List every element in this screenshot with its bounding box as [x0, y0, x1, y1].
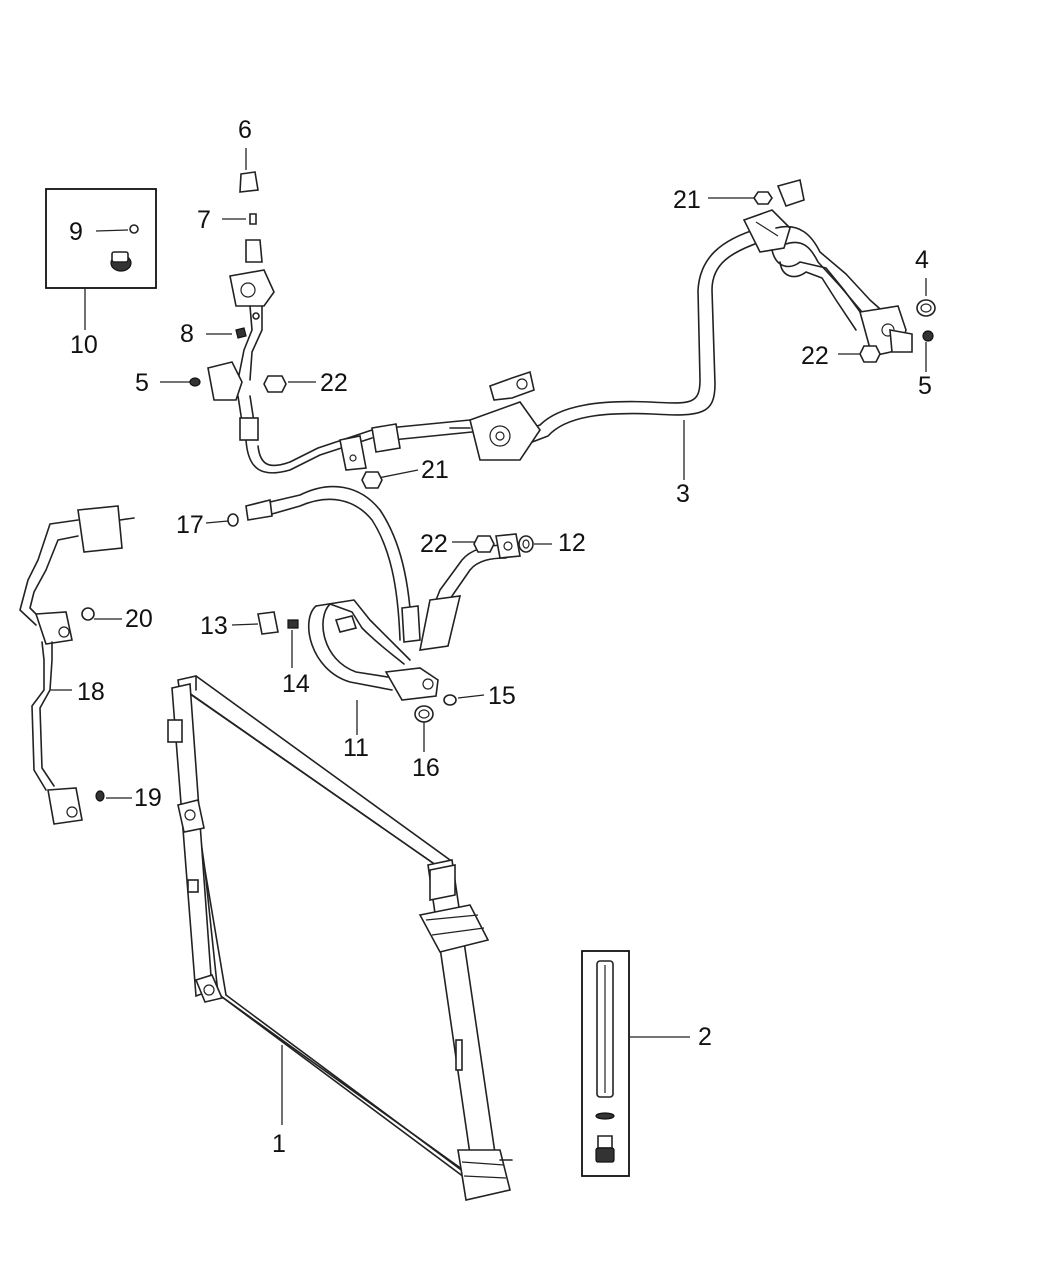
callout-16: 16 — [412, 754, 440, 782]
callout-22-left: 22 — [320, 369, 348, 397]
loose-parts — [81, 148, 936, 802]
callout-22-middle: 22 — [420, 530, 448, 558]
callout-20: 20 — [125, 605, 153, 633]
service-port-line-icon — [207, 171, 275, 441]
callout-11: 11 — [343, 734, 369, 762]
callout-15: 15 — [488, 682, 516, 710]
callout-19: 19 — [134, 784, 162, 812]
inset-box-drier-kit — [581, 950, 690, 1177]
discharge-line-icon — [245, 179, 913, 480]
inset-box-pressure-switch — [45, 188, 157, 330]
callout-5-left: 5 — [135, 369, 149, 397]
callout-1: 1 — [272, 1130, 286, 1158]
callout-10: 10 — [70, 331, 98, 359]
callout-13: 13 — [200, 612, 228, 640]
pressure-switch-icon — [110, 251, 132, 272]
callout-4: 4 — [915, 246, 929, 274]
callout-5-right: 5 — [918, 372, 932, 400]
callout-17: 17 — [176, 511, 204, 539]
callout-8: 8 — [180, 320, 194, 348]
callout-labels: 1 2 3 4 5 5 6 7 8 9 10 11 12 13 14 15 16… — [69, 116, 932, 1158]
callout-22-right: 22 — [801, 342, 829, 370]
condenser-icon — [167, 675, 513, 1201]
liquid-line-assembly-icon — [245, 485, 521, 735]
callout-21-middle: 21 — [421, 456, 449, 484]
suction-line-icon — [19, 505, 135, 825]
callout-6: 6 — [238, 116, 252, 144]
callout-2: 2 — [698, 1023, 712, 1051]
callout-12: 12 — [558, 529, 586, 557]
callout-7: 7 — [197, 206, 211, 234]
callout-18: 18 — [77, 678, 105, 706]
callout-14: 14 — [282, 670, 310, 698]
callout-9: 9 — [69, 218, 83, 246]
callout-21-right: 21 — [673, 186, 701, 214]
callout-3: 3 — [676, 480, 690, 508]
